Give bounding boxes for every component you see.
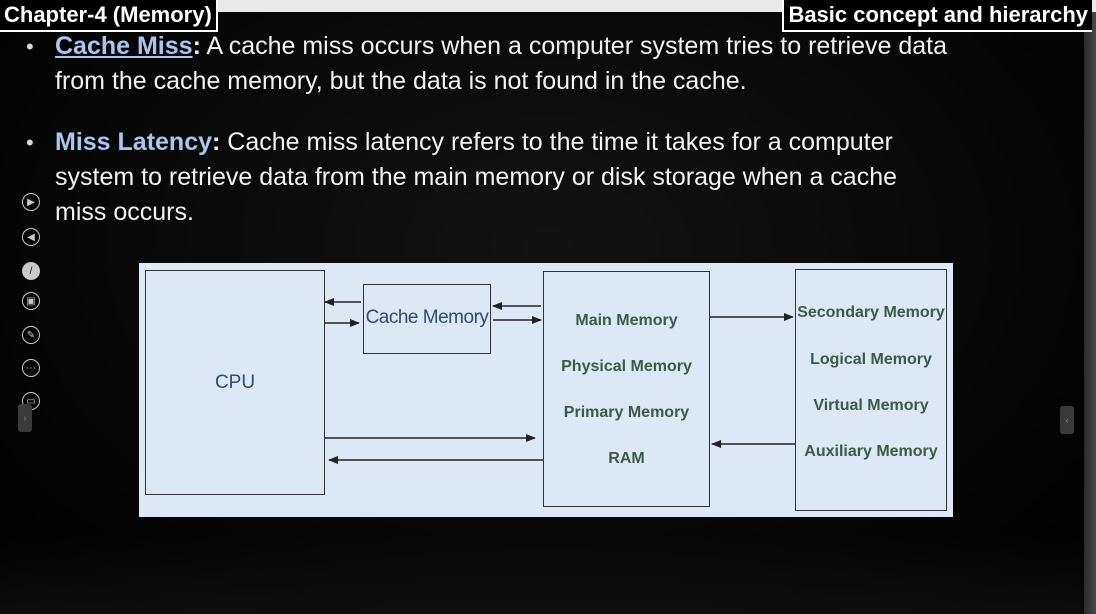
term-cache-miss: Cache Miss (55, 32, 193, 60)
secondary-memory-label: Secondary Memory (797, 304, 945, 321)
ram-label: RAM (608, 450, 645, 467)
bullet-dot: • (26, 34, 34, 59)
primary-memory-label: Primary Memory (563, 404, 690, 421)
cpu-label: CPU (214, 372, 256, 393)
chapter-title: Chapter-4 (Memory) (0, 0, 218, 32)
topic-title: Basic concept and hierarchy (782, 0, 1092, 32)
logical-memory-label: Logical Memory (810, 351, 932, 368)
bullet-body: Miss Latency: Cache miss latency refers … (55, 125, 1055, 230)
bullet-line: miss occurs. (55, 198, 194, 226)
physical-memory-label: Physical Memory (561, 358, 692, 375)
copy-icon[interactable]: ▣ (22, 292, 40, 310)
bullet-line: system to retrieve data from the main me… (55, 163, 898, 191)
left-collapse-tab[interactable]: › (18, 404, 32, 432)
edit-icon[interactable]: ✎ (22, 326, 40, 344)
auxiliary-memory-label: Auxiliary Memory (804, 443, 938, 460)
term-colon: : (212, 128, 221, 156)
definition-text: Cache miss latency refers to the time it… (220, 128, 893, 156)
main-memory-box (543, 271, 710, 507)
diagram-arrows (324, 298, 795, 464)
bullet-miss-latency: • Miss Latency: Cache miss latency refer… (26, 125, 1056, 231)
virtual-memory-label: Virtual Memory (813, 397, 929, 414)
term-colon: : (192, 32, 201, 60)
bullet-line: Miss Latency: Cache miss latency refers … (55, 125, 1055, 160)
definition-text: A cache miss occurs when a computer syst… (200, 32, 948, 60)
memory-hierarchy-diagram: CPU Cache Memory Main Memory Physical Me… (139, 263, 953, 517)
monitor-bezel (1084, 0, 1096, 614)
bullet-dot: • (26, 130, 34, 155)
screen-glow (0, 534, 1096, 614)
bullet-line: Cache Miss: A cache miss occurs when a c… (55, 29, 1055, 64)
secondary-memory-box (795, 269, 947, 511)
pen-icon[interactable]: / (22, 262, 40, 280)
back-icon[interactable]: ◀ (22, 228, 40, 246)
bullet-body: Cache Miss: A cache miss occurs when a c… (55, 29, 1055, 99)
bullet-cache-miss: • Cache Miss: A cache miss occurs when a… (26, 29, 1056, 101)
cache-memory-label: Cache Memory (365, 307, 489, 328)
cpu-box (145, 270, 325, 495)
main-memory-label: Main Memory (575, 312, 678, 329)
play-icon[interactable]: ▶ (22, 193, 40, 211)
bullet-line: from the cache memory, but the data is n… (55, 67, 747, 95)
right-collapse-tab[interactable]: ‹ (1060, 406, 1074, 434)
more-icon[interactable]: ⋯ (22, 359, 40, 377)
cache-memory-box (363, 284, 491, 354)
term-miss-latency: Miss Latency (55, 128, 213, 156)
